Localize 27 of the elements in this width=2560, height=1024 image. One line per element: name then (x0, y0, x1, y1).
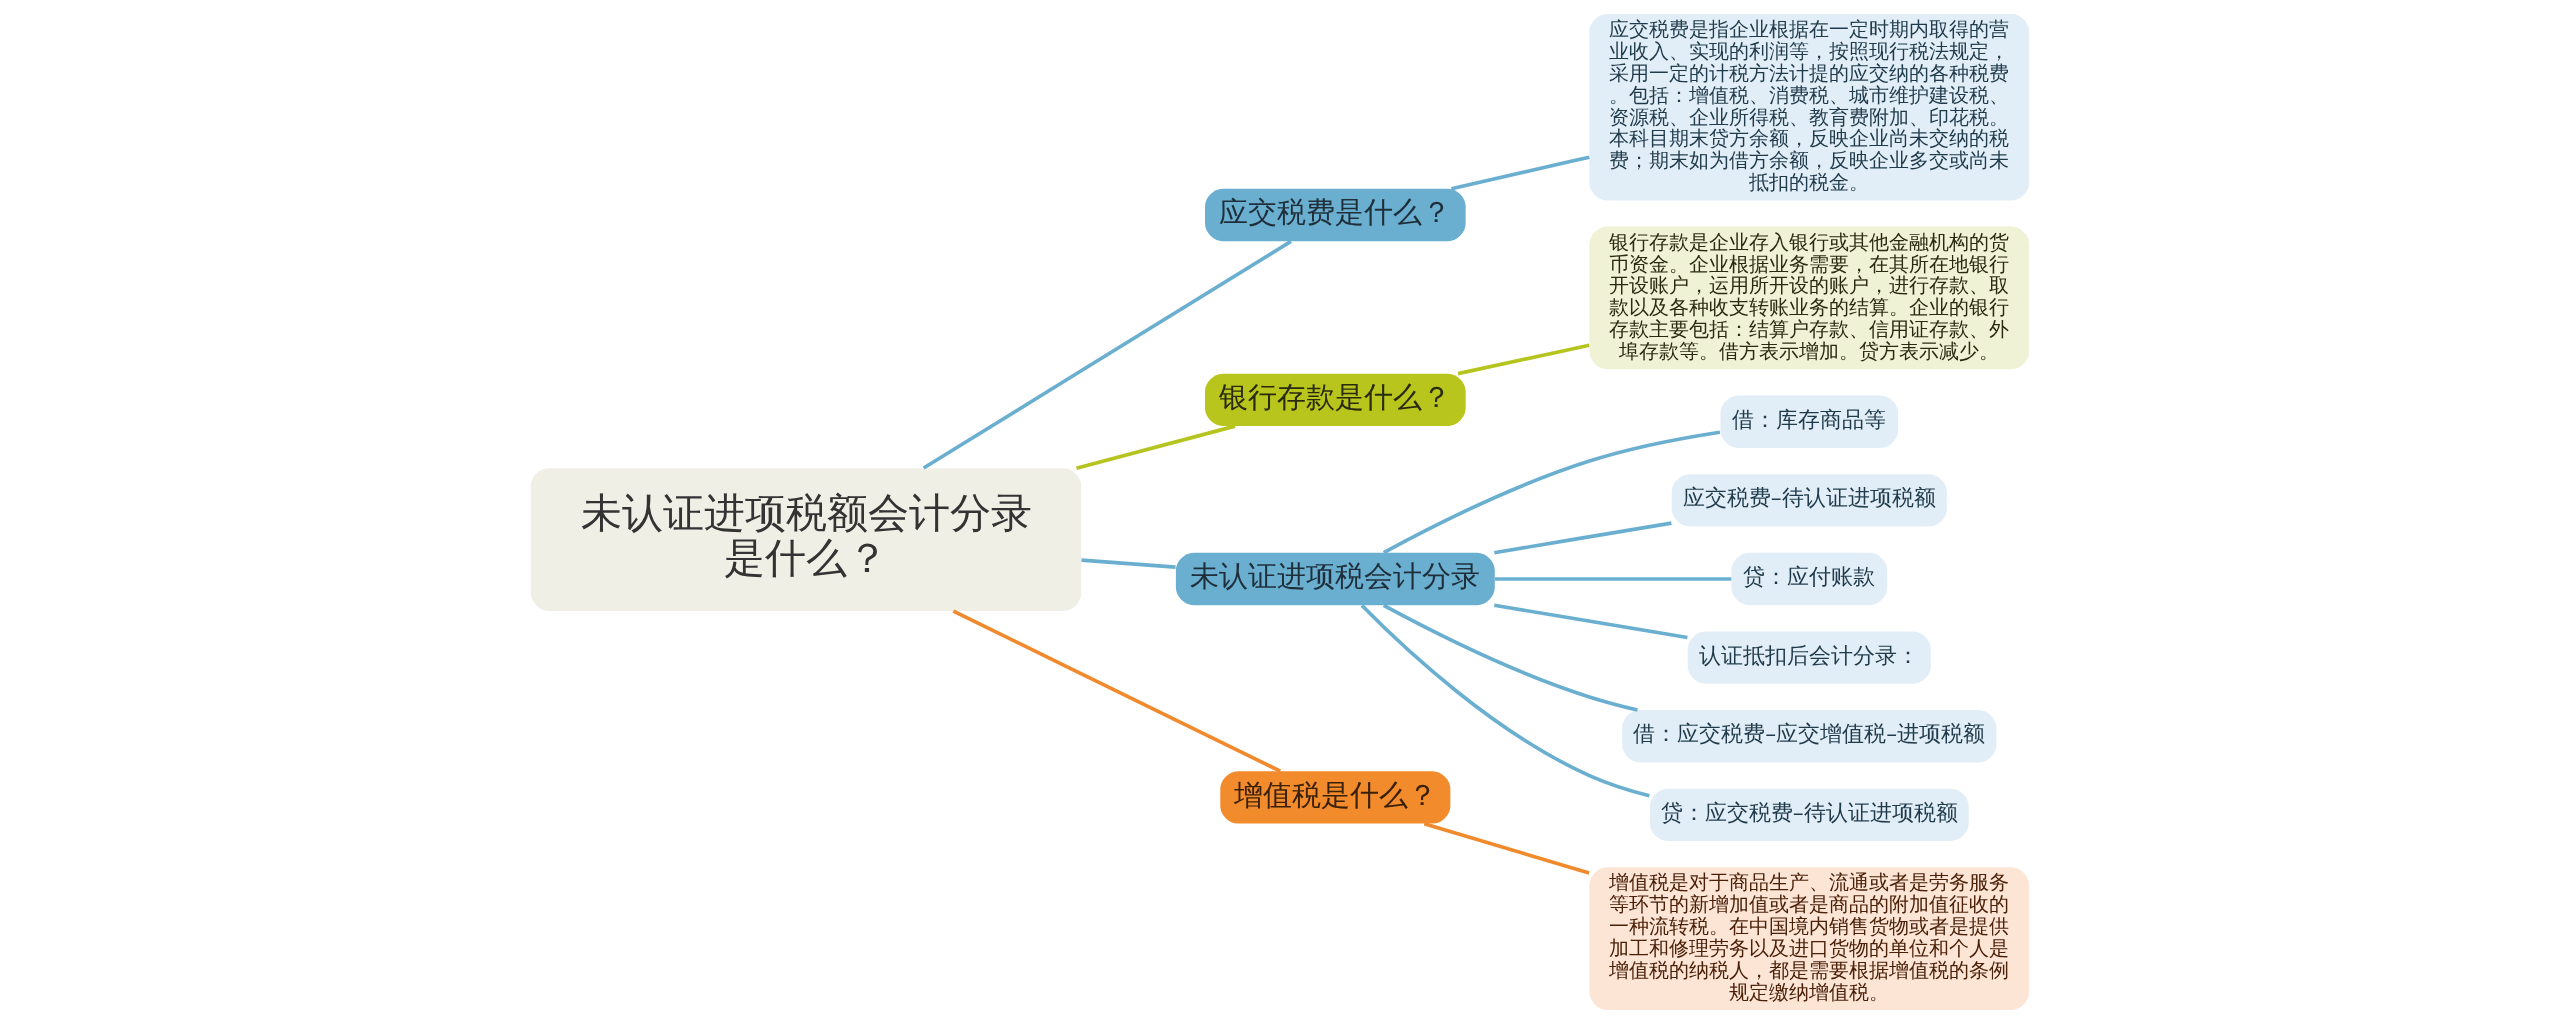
node-box: 贷：应付账款 (1731, 552, 1888, 606)
connector (952, 609, 1282, 773)
node-box: 应交税费是指企业根据在一定时期内取得的营业收入、实现的利润等，按照现行税法规定，采用一定的计税方法计提的应交纳的各种税费。包括：增值税、消费税、城市维护建设税、资源税、企业所得税、教育费附加、印花税。本科目期末贷方余额，反映企业尚未交纳的税费；期末如为借方余额，反映企业多交或尚未抵扣的税金。 (1589, 14, 2030, 201)
node-box: 银行存款是什么？ (1205, 373, 1466, 427)
connector (1382, 603, 1638, 712)
node-box: 银行存款是企业存入银行或其他金融机构的货币资金。企业根据业务需要，在其所在地银行开设账户，运用所开设的账户，进行存款、取款以及各种收支转账业务的结算。企业的银行存款主要包括：结算户存款、信用证存款、外埠存款等。借方表示增加。贷方表示减少。 (1589, 226, 2030, 370)
node-box: 应交税费–待认证进项税额 (1671, 474, 1947, 527)
node-box: 未认证进项税额会计分录是什么？ (530, 468, 1082, 611)
connector (1494, 603, 1688, 640)
connector (1451, 155, 1590, 191)
connector (1360, 604, 1650, 798)
node-box: 应交税费是什么？ (1205, 188, 1466, 242)
node-box: 未认证进项税会计分录 (1175, 552, 1495, 606)
node-box: 借：库存商品等 (1720, 395, 1899, 448)
connector (1382, 430, 1721, 555)
connector (1494, 577, 1732, 581)
connector (922, 239, 1292, 470)
node-box: 增值税是对于商品生产、流通或者是劳务服务等环节的新增加值或者是商品的附加值征收的一种流转税。在中国境内销售货物或者是提供加工和修理劳务以及进口货物的单位和个人是增值税的纳税人，都是需要根据增值税的条例规定缴纳增值税。 (1589, 867, 2030, 1010)
node-box: 增值税是什么？ (1220, 771, 1451, 824)
connector (1494, 521, 1672, 555)
connector (1457, 343, 1590, 376)
connector (1423, 821, 1590, 875)
node-box: 贷：应交税费–待认证进项税额 (1649, 788, 1969, 842)
node-box: 借：应交税费–应交增值税–进项税额 (1622, 710, 1997, 763)
connector (1076, 424, 1236, 470)
connector (1081, 558, 1176, 569)
node-box: 认证抵扣后会计分录： (1687, 631, 1931, 684)
